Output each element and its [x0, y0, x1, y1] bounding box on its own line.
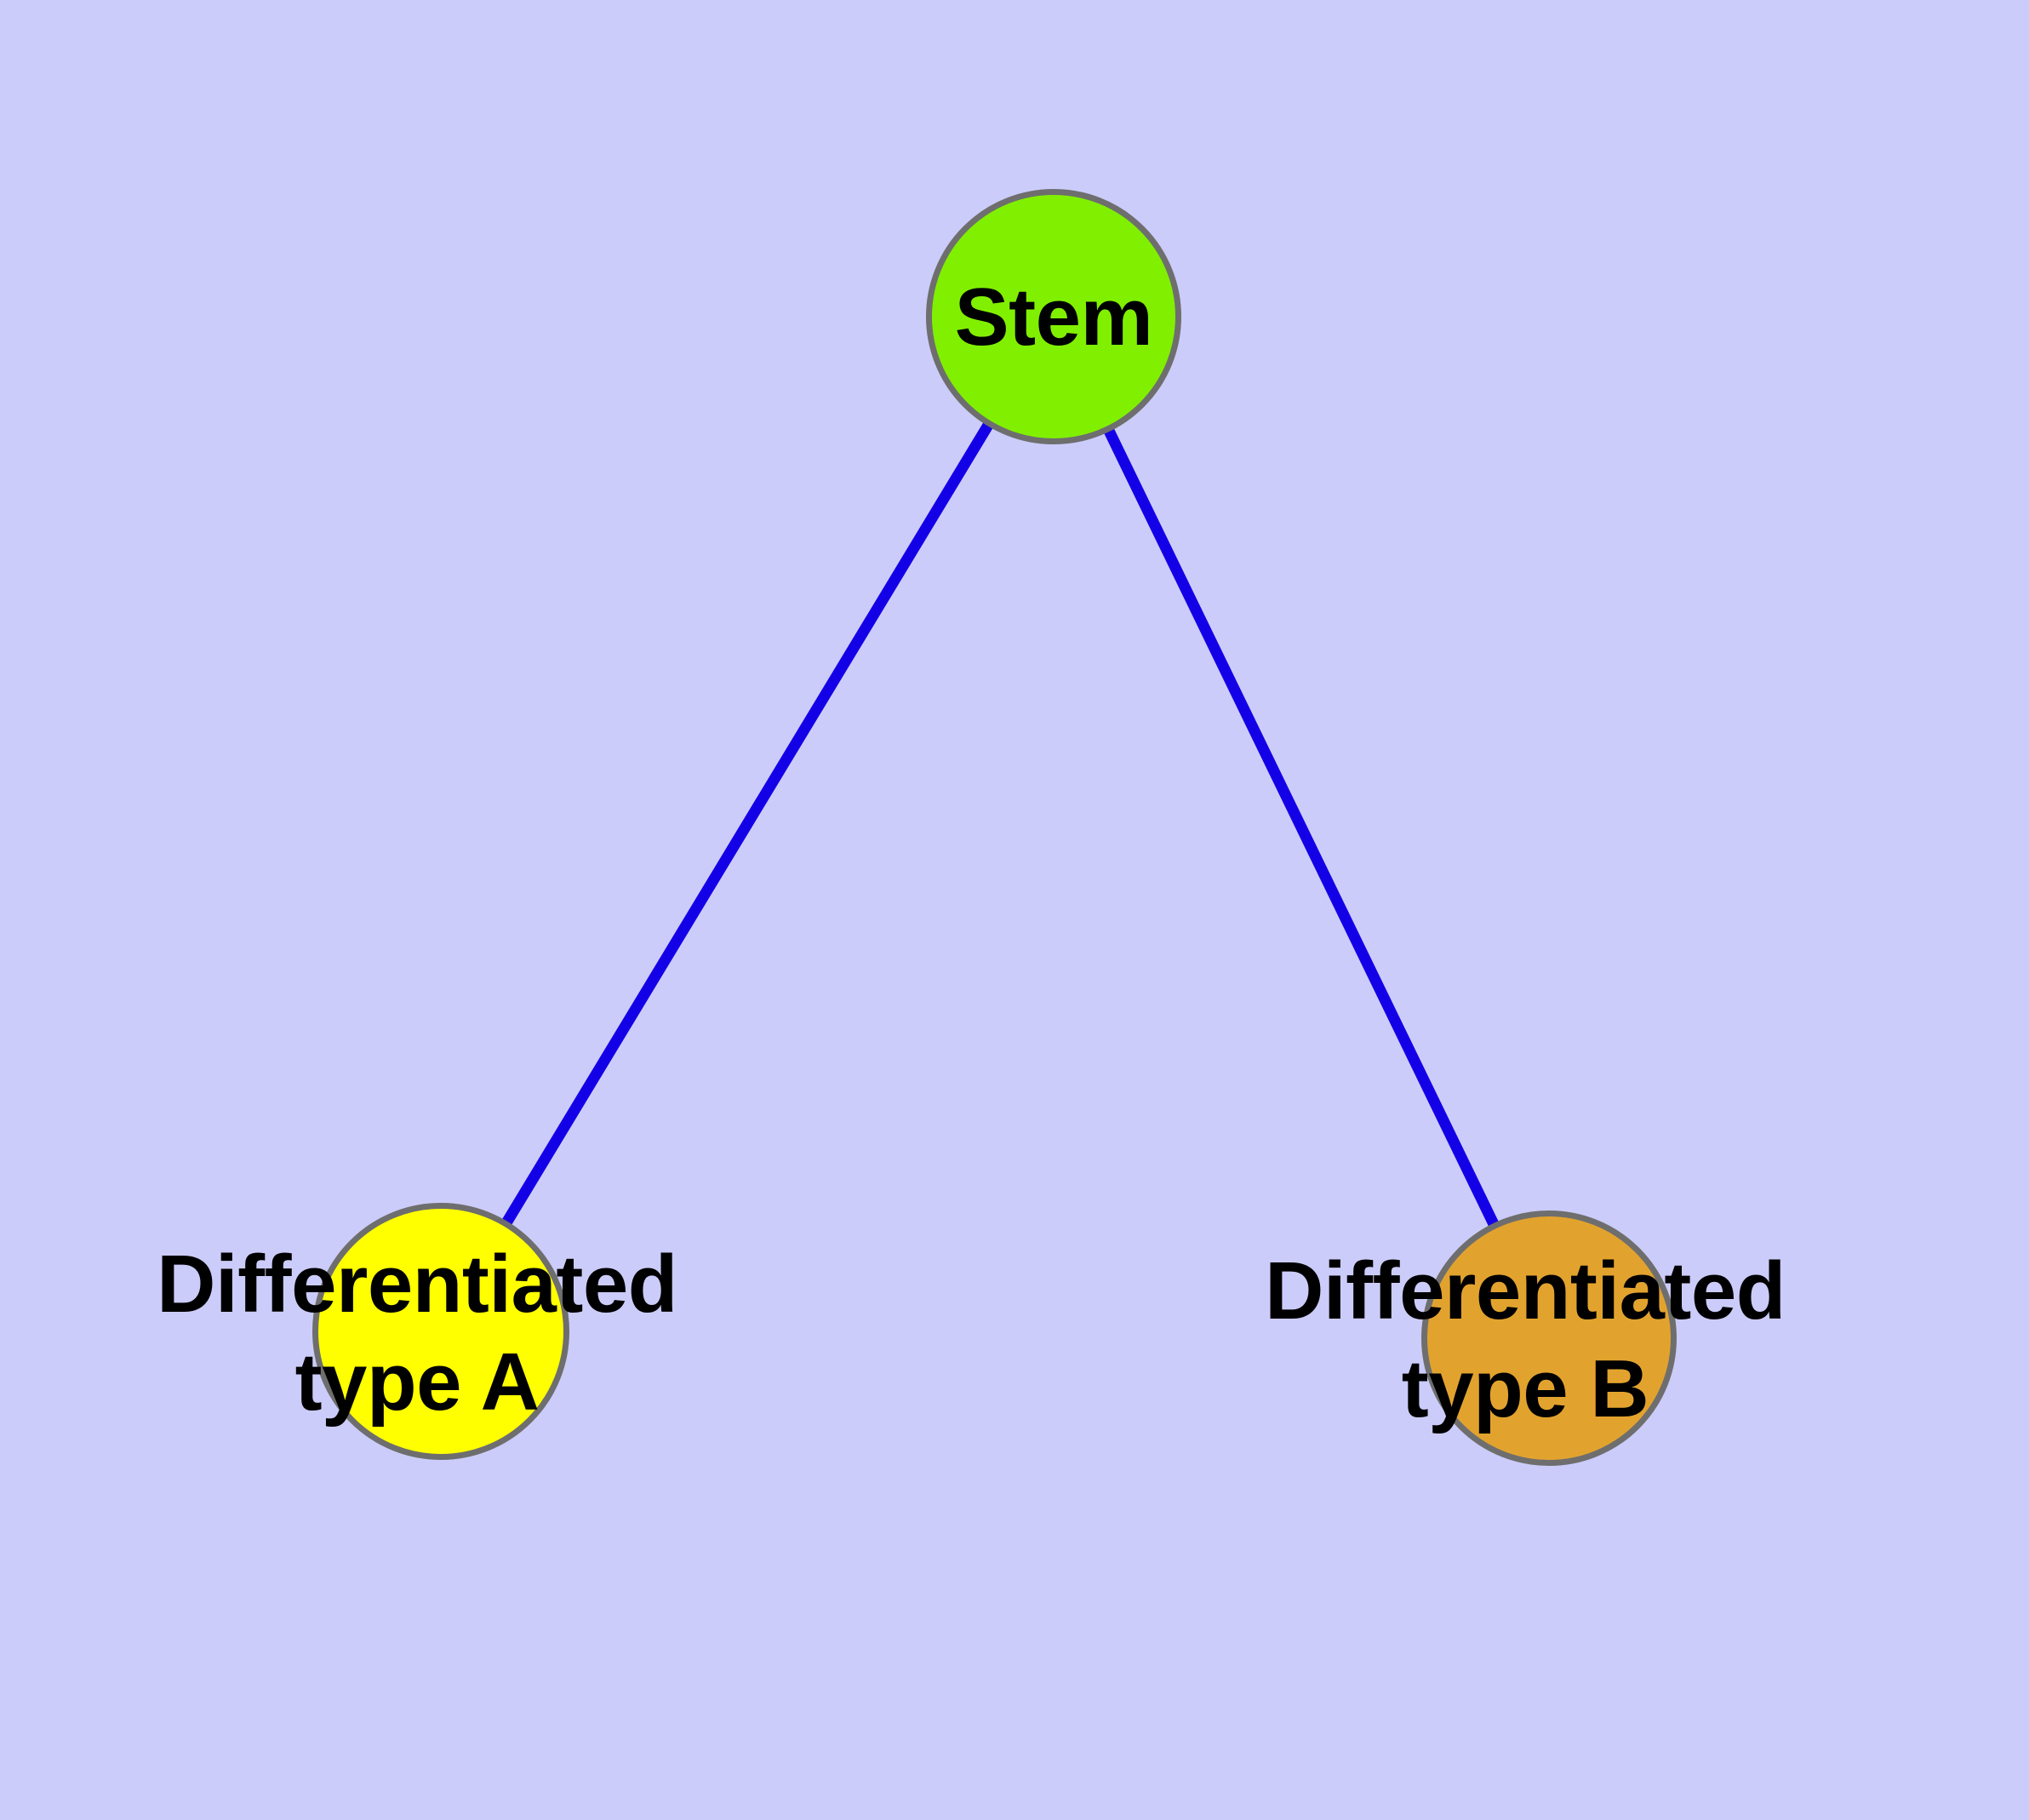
edge-stem-to-differentiated-type-b[interactable]	[1049, 314, 1554, 1341]
node-differentiated-type-a[interactable]	[312, 1203, 569, 1460]
edge-stem-to-differentiated-type-a[interactable]	[436, 313, 1059, 1335]
node-differentiated-type-b[interactable]	[1421, 1210, 1677, 1466]
node-stem[interactable]	[926, 189, 1181, 444]
